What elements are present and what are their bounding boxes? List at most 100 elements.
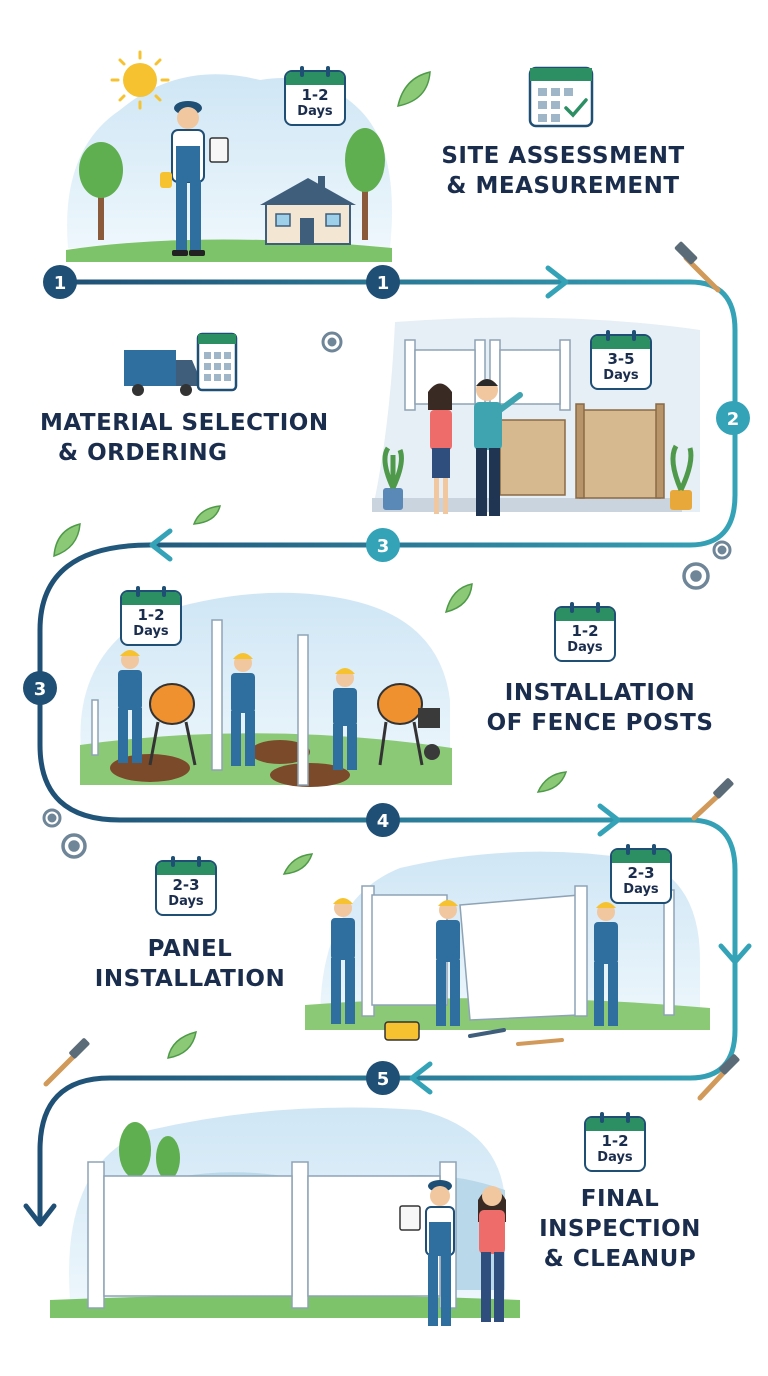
leaf-icon <box>536 771 568 793</box>
svg-text:3: 3 <box>377 536 390 557</box>
gear-icon <box>61 833 87 859</box>
duration-badge-4: 2-3 Days <box>155 856 217 916</box>
worker-3 <box>333 668 357 770</box>
step-marker-5: 5 <box>366 1061 400 1095</box>
step-marker-left-1: 1 <box>43 265 77 299</box>
arrow-down-end <box>23 1203 57 1227</box>
leaf-icon <box>192 505 221 525</box>
worker-4 <box>331 898 355 1024</box>
svg-text:1: 1 <box>377 273 390 294</box>
tree-right <box>345 128 385 240</box>
duration-value: 1-2 <box>601 1132 629 1150</box>
customer-woman <box>428 383 452 514</box>
wood-fence-panels <box>499 403 665 499</box>
inspector-figure <box>160 101 229 256</box>
arrow-right-1 <box>545 265 569 299</box>
hammer-icon <box>691 778 734 821</box>
duration-value: 1-2 <box>571 622 599 640</box>
duration-unit: Days <box>133 624 169 639</box>
scene-material-selection <box>372 317 700 516</box>
duration-badge-4-scene: 2-3 Days <box>610 844 672 904</box>
gear-icon <box>712 540 732 560</box>
gear-icon <box>321 331 343 353</box>
clipboard-icon <box>399 1205 421 1231</box>
house-icon <box>260 176 356 245</box>
step-title-3: INSTALLATION OF FENCE POSTS <box>486 680 714 736</box>
tools-on-ground <box>468 1028 564 1046</box>
clipboard-icon <box>209 137 229 163</box>
duration-value: 3-5 <box>607 350 635 368</box>
step-marker-3: 3 <box>366 528 400 562</box>
scene-panel-installation <box>305 851 710 1041</box>
hammer-icon <box>43 1038 90 1087</box>
duration-value: 1-2 <box>137 606 165 624</box>
worker-1 <box>118 650 142 763</box>
sun-icon <box>110 50 170 110</box>
duration-unit: Days <box>623 882 659 897</box>
hammer-icon <box>674 241 721 293</box>
duration-unit: Days <box>567 640 603 655</box>
scene-final-inspection <box>50 1107 520 1326</box>
white-fence-section <box>361 885 675 1021</box>
dirt-mounds <box>110 740 350 787</box>
svg-text:5: 5 <box>377 1069 390 1090</box>
arrow-left-5 <box>409 1061 433 1095</box>
step-title-1: SITE ASSESSMENT & MEASUREMENT <box>441 143 685 199</box>
step-marker-1: 1 <box>366 265 400 299</box>
calendar-check-icon <box>528 66 594 128</box>
leaf-icon <box>397 71 431 107</box>
toolbox-icon <box>384 1021 420 1041</box>
inspector-final <box>399 1180 455 1326</box>
duration-badge-1: 1-2 Days <box>284 66 346 126</box>
arrow-left-2 <box>149 528 173 562</box>
potted-plant-left <box>382 446 404 510</box>
hammer-icon <box>697 1054 740 1101</box>
svg-text:3: 3 <box>34 679 47 700</box>
worker-2 <box>231 653 255 766</box>
path-arrowheads <box>23 265 752 1227</box>
customer-man <box>474 379 523 516</box>
calendar-icon <box>196 332 238 392</box>
svg-text:1: 1 <box>54 273 67 294</box>
duration-value: 1-2 <box>301 86 329 104</box>
svg-text:4: 4 <box>377 811 390 832</box>
cement-mixer-icon <box>377 683 440 766</box>
duration-unit: Days <box>597 1150 633 1165</box>
duration-badge-3-scene: 1-2 Days <box>120 586 182 646</box>
duration-unit: Days <box>603 368 639 383</box>
duration-badge-3: 1-2 Days <box>554 602 616 662</box>
wheelbarrow-icon <box>418 708 440 760</box>
worker-6 <box>594 902 618 1026</box>
truck-icon <box>124 350 198 396</box>
step-marker-right-2: 2 <box>716 401 750 435</box>
gear-icon <box>42 808 62 828</box>
potted-plant-right <box>670 444 694 510</box>
fence-posts <box>91 619 309 786</box>
leaf-icon <box>53 523 81 558</box>
worker-5 <box>436 900 460 1026</box>
gear-icon <box>682 562 710 590</box>
step-marker-4: 4 <box>366 803 400 837</box>
scene-fence-posts <box>80 592 452 787</box>
step-title-5: FINAL INSPECTION & CLEANUP <box>539 1186 701 1272</box>
arrow-right-3 <box>597 803 621 837</box>
leaf-icon <box>444 583 473 614</box>
svg-text:2: 2 <box>727 409 740 430</box>
finished-fence <box>87 1161 457 1309</box>
leaf-icon <box>167 1030 197 1059</box>
duration-value: 2-3 <box>627 864 655 882</box>
duration-value: 2-3 <box>172 876 200 894</box>
leaf-icon <box>282 853 314 875</box>
duration-unit: Days <box>297 104 333 119</box>
arrow-down-4 <box>718 943 752 965</box>
duration-unit: Days <box>168 894 204 909</box>
tree-pair <box>119 1122 180 1180</box>
step-marker-left-3: 3 <box>23 671 57 705</box>
cement-mixer-icon <box>148 683 197 766</box>
step-title-2: MATERIAL SELECTION & ORDERING <box>40 410 329 466</box>
duration-badge-2: 3-5 Days <box>590 330 652 390</box>
tree-left <box>79 142 123 240</box>
homeowner-woman <box>478 1186 506 1322</box>
step-title-4: PANEL INSTALLATION <box>94 936 286 992</box>
